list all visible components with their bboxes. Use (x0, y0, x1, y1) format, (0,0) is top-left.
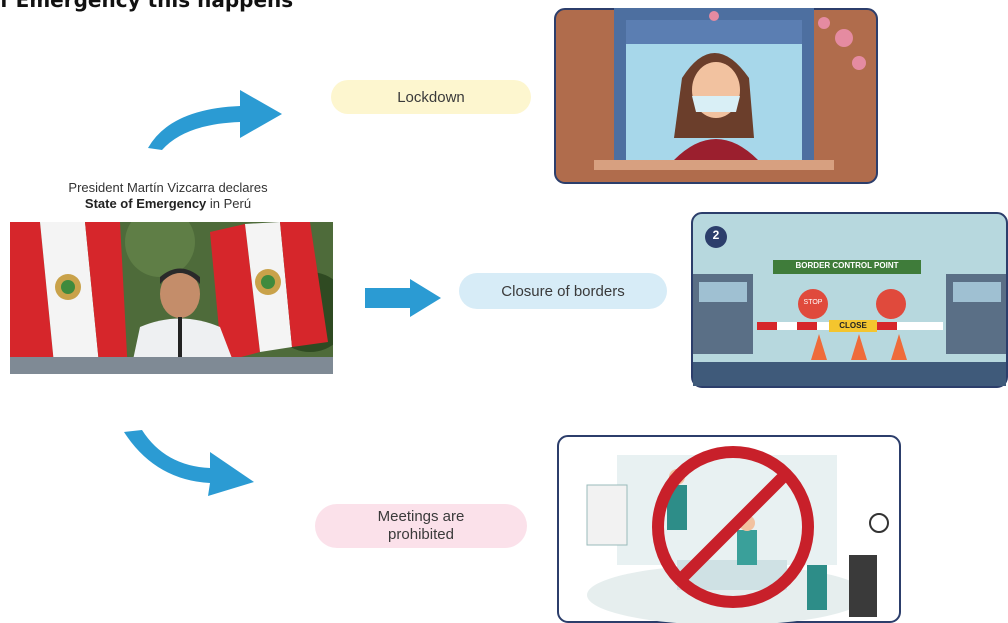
prohibited-sign-icon (652, 446, 814, 608)
photo-caption: President Martín Vizcarra declares State… (10, 180, 326, 212)
measure-lockdown-pill: Lockdown (331, 80, 531, 114)
measure-lockdown-label: Lockdown (397, 88, 465, 106)
measure-meetings-label-line1: Meetings are (377, 508, 465, 525)
measure-meetings-label-line2: prohibited (388, 526, 454, 543)
arrow-to-lockdown (148, 90, 282, 150)
caption-line-1: President Martín Vizcarra declares (68, 180, 268, 195)
lockdown-illustration (554, 8, 878, 184)
measure-borders-label: Closure of borders (501, 282, 625, 300)
caption-tail-text: in Perú (206, 196, 252, 211)
close-sign-text: CLOSE (839, 321, 867, 330)
border-sign-text: BORDER CONTROL POINT (795, 261, 899, 270)
arrow-to-borders (365, 279, 441, 317)
arrow-to-meetings (124, 430, 254, 496)
caption-line-2: State of Emergency in Perú (10, 196, 326, 212)
caption-bold-text: State of Emergency (84, 196, 207, 211)
meetings-prohibited-illustration (557, 435, 901, 623)
woman-figure (674, 53, 758, 160)
page-title: f Emergency this happens (0, 0, 294, 12)
border-badge-number: 2 (712, 228, 720, 242)
border-scene-graphic (691, 212, 1008, 388)
measure-meetings-pill: Meetings are prohibited (315, 504, 527, 548)
border-control-illustration: 2 BORDER CONTROL POINT STOP CLOSE (691, 212, 1008, 388)
president-photo (10, 222, 333, 374)
stop-sign-text: STOP (803, 299, 823, 306)
peru-flag-left (10, 222, 128, 374)
peru-flag-right (210, 222, 328, 362)
measure-borders-pill: Closure of borders (459, 273, 667, 309)
